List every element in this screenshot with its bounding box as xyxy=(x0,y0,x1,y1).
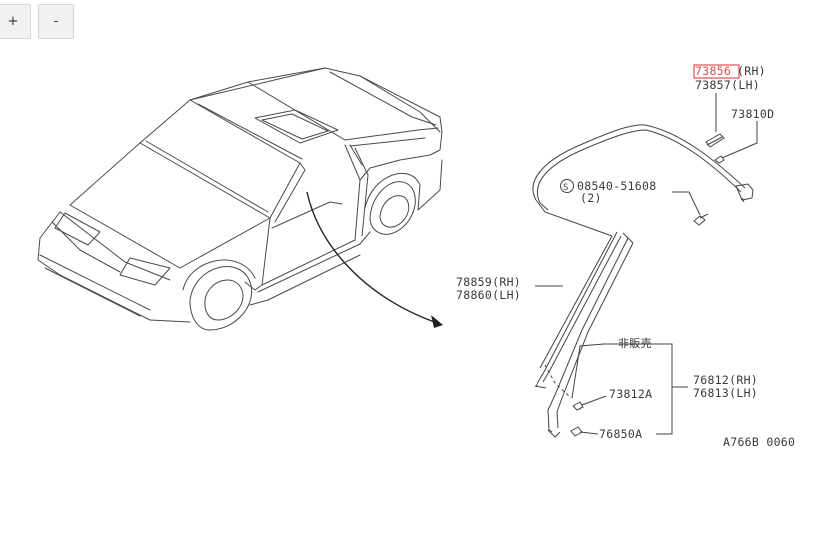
part-73857[interactable]: 73857(LH) xyxy=(695,78,760,92)
part-08540-qty: (2) xyxy=(580,191,602,205)
part-73810d[interactable]: 73810D xyxy=(731,107,774,121)
part-76813[interactable]: 76813(LH) xyxy=(693,386,758,400)
part-73856-side: (RH) xyxy=(737,64,766,78)
part-08540-51608[interactable]: 08540-51608 xyxy=(577,179,656,193)
part-78860[interactable]: 78860(LH) xyxy=(456,288,521,302)
part-labels: 73856 (RH) 73857(LH) 73810D S 08540-5160… xyxy=(456,64,795,449)
screw-symbol-icon xyxy=(560,179,574,193)
car-illustration xyxy=(37,67,443,331)
weatherstrip-assembly xyxy=(532,124,754,438)
part-73856-number[interactable]: 73856 xyxy=(695,64,731,78)
leader-lines xyxy=(535,93,758,435)
diagram-code: A766B 0060 xyxy=(723,435,795,449)
part-73812a[interactable]: 73812A xyxy=(609,387,652,401)
zoom-in-button[interactable]: + xyxy=(0,4,31,39)
part-78859[interactable]: 78859(RH) xyxy=(456,275,521,289)
highlight-box xyxy=(693,64,740,79)
zoom-out-button[interactable]: - xyxy=(38,4,74,39)
part-76850a[interactable]: 76850A xyxy=(599,427,642,441)
part-76812[interactable]: 76812(RH) xyxy=(693,373,758,387)
callout-arrow xyxy=(306,191,443,328)
screw-symbol: S xyxy=(563,183,569,193)
not-for-sale-label: 非販売 xyxy=(618,337,652,350)
